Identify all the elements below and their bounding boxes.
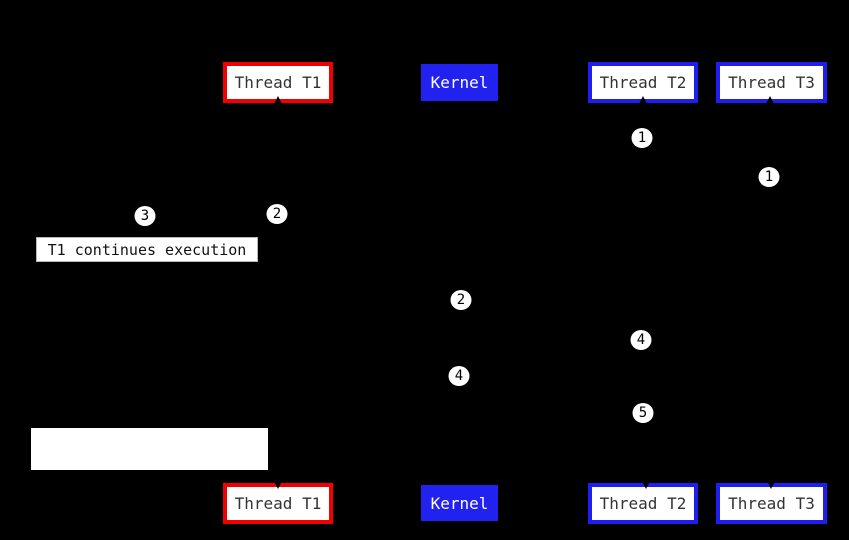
step-marker: 1 xyxy=(758,167,780,187)
arrowhead-notch xyxy=(273,479,283,489)
step-marker: 3 xyxy=(134,206,156,226)
thread-t3-label-bottom: Thread T3 xyxy=(728,494,815,513)
blank-callout-box xyxy=(31,428,268,470)
kernel-box-bottom: Kernel xyxy=(421,485,498,521)
thread-t3-label-top: Thread T3 xyxy=(728,73,815,92)
arrowhead-notch xyxy=(766,479,776,489)
kernel-label-bottom: Kernel xyxy=(430,493,489,513)
thread-t1-label-top: Thread T1 xyxy=(234,73,322,92)
arrowhead-notch xyxy=(765,96,775,106)
thread-t2-box-bottom: Thread T2 xyxy=(588,483,698,524)
arrowhead-notch xyxy=(273,96,283,106)
step-marker: 4 xyxy=(630,330,652,350)
kernel-label-top: Kernel xyxy=(430,73,489,92)
note-text: T1 continues execution xyxy=(47,240,247,259)
thread-t2-label-bottom: Thread T2 xyxy=(599,494,687,513)
arrowhead-notch xyxy=(641,479,651,489)
note-box: T1 continues execution xyxy=(36,237,258,262)
thread-t1-label-bottom: Thread T1 xyxy=(234,494,322,513)
step-marker: 5 xyxy=(632,403,654,423)
step-marker: 1 xyxy=(631,128,653,148)
thread-t3-box-top: Thread T3 xyxy=(716,62,827,103)
kernel-box-top: Kernel xyxy=(421,64,498,101)
thread-t2-label-top: Thread T2 xyxy=(599,73,687,92)
step-marker: 2 xyxy=(266,204,288,224)
step-marker: 4 xyxy=(448,366,470,386)
step-marker: 2 xyxy=(450,290,472,310)
arrowhead-notch xyxy=(638,96,648,106)
thread-t1-box-bottom: Thread T1 xyxy=(223,483,333,524)
thread-t3-box-bottom: Thread T3 xyxy=(716,483,827,524)
